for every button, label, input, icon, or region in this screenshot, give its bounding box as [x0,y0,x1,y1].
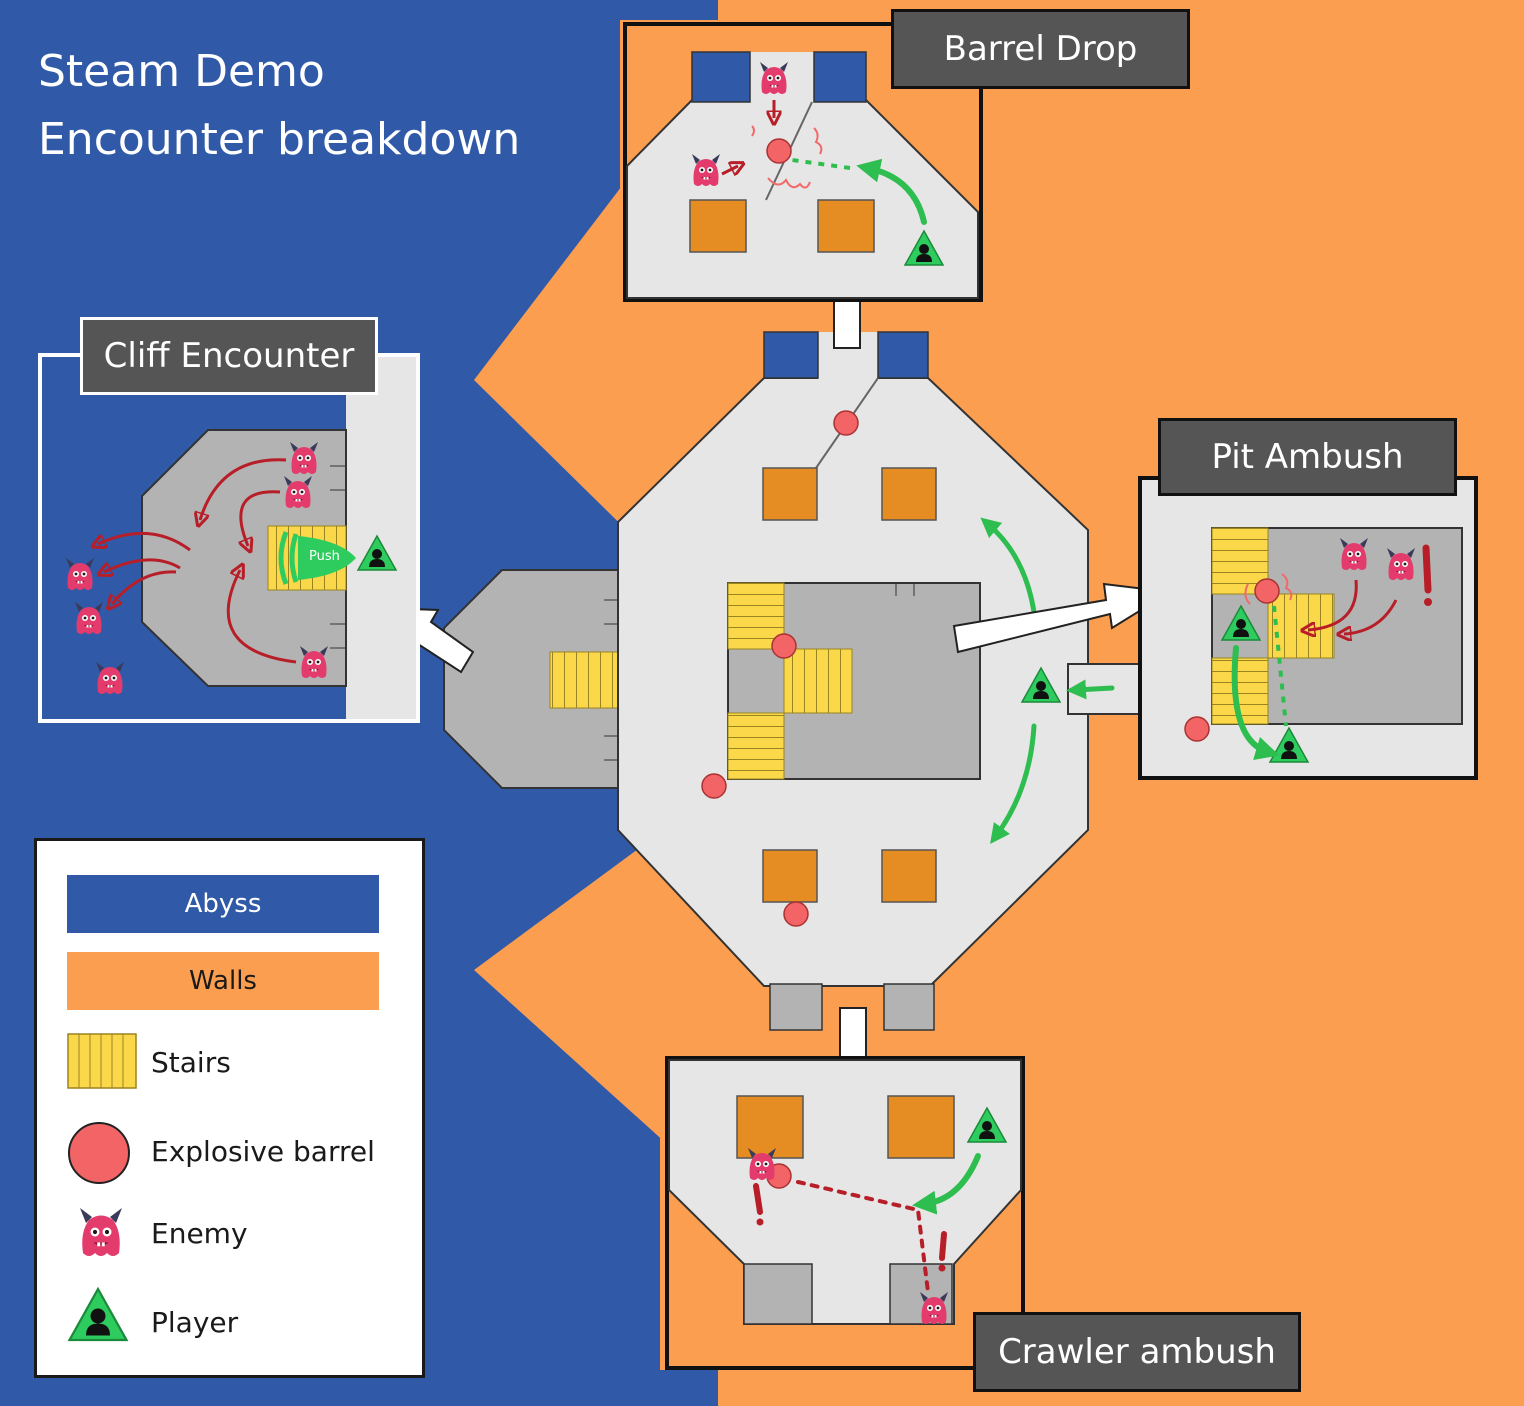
abyss-block [877,331,929,379]
barrel-icon [68,1122,130,1184]
crawler-ambush-panel [665,1056,1025,1370]
crawler-ambush-label: Crawler ambush [973,1312,1301,1392]
barrel-drop-label: Barrel Drop [891,9,1190,89]
west-annex-stairs [549,651,619,709]
page-title: Steam Demo Encounter breakdown [38,38,520,174]
title-line-2: Encounter breakdown [38,114,521,165]
stairs [727,712,785,780]
pit-ambush-panel [1138,476,1478,780]
pit-ambush-label: Pit Ambush [1158,418,1457,496]
legend-abyss: Abyss [67,875,379,933]
cliff-encounter-panel [38,353,420,723]
push-label: Push [309,549,340,564]
player-icon [68,1287,128,1342]
stairs [783,648,853,714]
legend-walls: Walls [67,952,379,1010]
wall-wedge-lower [474,790,718,1190]
legend: Abyss Walls Stairs Explosive barrel Enem… [34,838,425,1378]
legend-player-label: Player [151,1306,239,1339]
enemy-icon [80,1208,122,1256]
legend-barrel-label: Explosive barrel [151,1135,375,1168]
legend-stairs-label: Stairs [151,1046,231,1079]
lower-block [883,983,935,1031]
cliff-encounter-label: Cliff Encounter [80,317,378,395]
main-hub [443,331,1141,1031]
title-line-1: Steam Demo [38,46,325,97]
legend-enemy-label: Enemy [151,1217,248,1250]
stairs-icon [67,1033,137,1089]
lower-block [769,983,823,1031]
abyss-block [763,331,819,379]
